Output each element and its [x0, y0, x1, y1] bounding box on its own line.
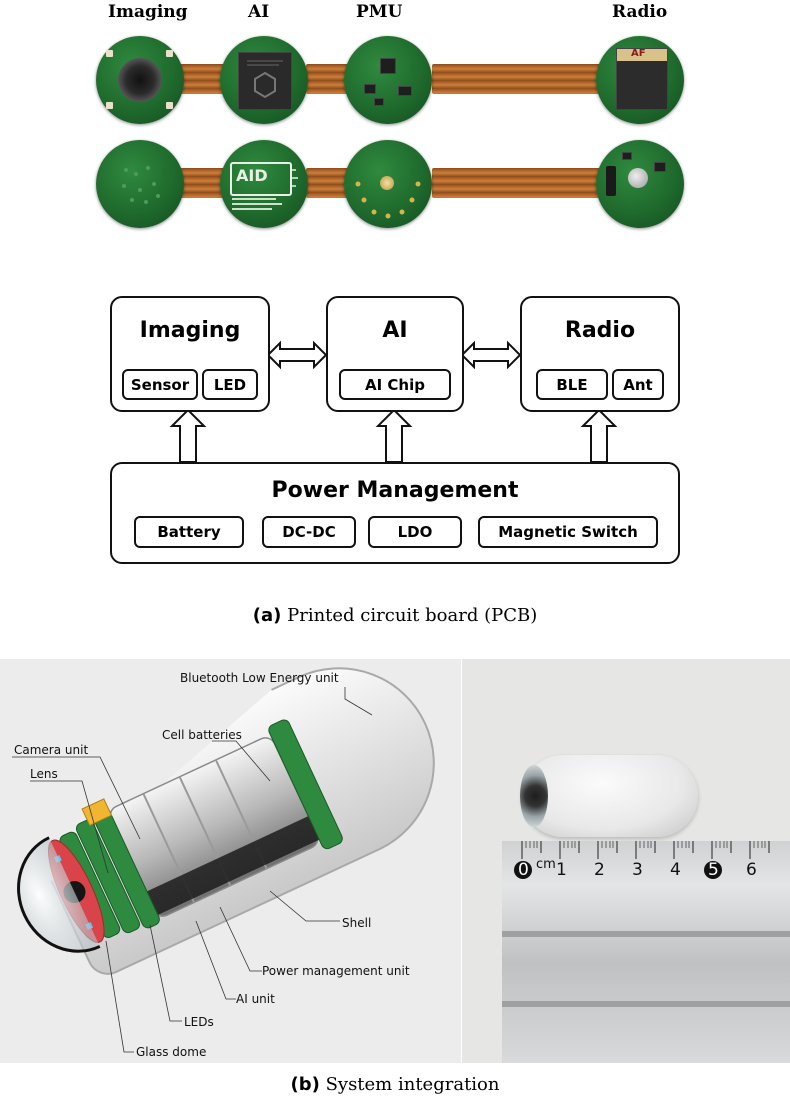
- callout-batteries: Cell batteries: [162, 728, 242, 742]
- ai-block: AI AI Chip: [326, 296, 464, 412]
- callout-shell: Shell: [342, 916, 372, 930]
- imaging-board-back: [96, 140, 184, 228]
- ruler: 0 cm 1 2 3 4 5 6: [502, 841, 790, 1063]
- radio-chip-marking: AF: [631, 48, 646, 59]
- flex-cable: [180, 168, 225, 198]
- ruler-number-5: 5: [708, 860, 719, 880]
- flex-cable: [180, 64, 225, 94]
- ruler-number-0: 0: [518, 860, 529, 880]
- capsule-device: [522, 755, 698, 837]
- pmu-component: [398, 86, 412, 96]
- ble-board: [268, 719, 343, 850]
- ble-box: BLE: [536, 369, 608, 400]
- flex-cable: [432, 64, 604, 94]
- camera-lens-icon: [118, 58, 162, 102]
- flex-cable: [432, 168, 604, 198]
- caption-b-letter: (b): [290, 1074, 320, 1095]
- label-imaging: Imaging: [108, 2, 188, 22]
- label-radio: Radio: [612, 2, 668, 22]
- radio-block-title: Radio: [564, 318, 636, 343]
- antenna-box: Ant: [612, 369, 664, 400]
- capsule-render: Bluetooth Low Energy unit Cell batteries…: [0, 659, 461, 1063]
- ruler-unit: cm: [536, 857, 556, 872]
- pmu-chip: [380, 58, 396, 74]
- ai-chip-box: AI Chip: [339, 369, 451, 400]
- aid-logo-text: AID: [236, 166, 268, 185]
- sensor-box: Sensor: [122, 369, 198, 400]
- imaging-block: Imaging Sensor LED: [110, 296, 270, 412]
- callout-lens: Lens: [30, 767, 58, 781]
- ruler-number-6: 6: [746, 860, 757, 880]
- glass-dome: [17, 836, 101, 953]
- capsule-illustration: [12, 667, 435, 1053]
- via-pattern: [122, 166, 160, 204]
- ai-chip-3d: [81, 798, 113, 827]
- arrow-power-ai: [375, 408, 413, 463]
- arrow-power-radio: [580, 408, 618, 463]
- callout-glass-dome: Glass dome: [136, 1045, 207, 1059]
- ldo-box: LDO: [368, 516, 462, 548]
- callout-leds: LEDs: [184, 1015, 214, 1029]
- ruler-number-1: 1: [556, 860, 567, 880]
- led-box: LED: [202, 369, 258, 400]
- ai-board-back: AID: [220, 140, 308, 228]
- label-ai: AI: [248, 2, 270, 22]
- led-pad: [106, 50, 113, 57]
- ruler-number-3: 3: [632, 860, 643, 880]
- ruler-number-2: 2: [594, 860, 605, 880]
- ruler-five-marker: [704, 861, 722, 879]
- capsule-photo: 0 cm 1 2 3 4 5 6: [462, 659, 790, 1063]
- ai-chip: [238, 52, 292, 110]
- arrow-ai-radio: [460, 340, 522, 370]
- dc-dc-box: DC-DC: [262, 516, 356, 548]
- caption-a-text: Printed circuit board (PCB): [287, 605, 538, 626]
- arrow-power-imaging: [169, 408, 207, 463]
- led-pad: [106, 102, 113, 109]
- label-pmu: PMU: [356, 2, 403, 22]
- pcb-front-photo: AF: [0, 28, 790, 138]
- ruler-zero-marker: [514, 861, 532, 879]
- radio-board-back: [596, 140, 684, 228]
- magnetic-switch-box: Magnetic Switch: [478, 516, 658, 548]
- magnetic-switch-icon: [380, 176, 394, 190]
- radio-module: AF: [616, 48, 668, 110]
- radio-board: AF: [596, 36, 684, 124]
- antenna-icon: [606, 166, 616, 196]
- callout-ble: Bluetooth Low Energy unit: [180, 671, 339, 685]
- ruler-number-4: 4: [670, 860, 681, 880]
- arrow-imaging-ai: [266, 340, 328, 370]
- hexagon-logo-icon: [247, 60, 283, 99]
- logo-circuit-icon: [232, 169, 298, 210]
- crystal-icon: [628, 168, 648, 188]
- led-pad: [166, 102, 173, 109]
- pmu-board-back: [344, 140, 432, 228]
- pmu-board: [344, 36, 432, 124]
- callout-camera: Camera unit: [14, 743, 89, 757]
- pmu-component: [374, 98, 384, 106]
- diagram-arrows: [169, 340, 618, 463]
- callout-pmu: Power management unit: [262, 964, 410, 978]
- radio-block: Radio BLE Ant: [520, 296, 680, 412]
- power-management-block: Power Management Battery DC-DC LDO Magne…: [110, 462, 680, 564]
- power-management-title: Power Management: [271, 478, 519, 503]
- imaging-block-title: Imaging: [139, 318, 241, 343]
- battery-box: Battery: [134, 516, 244, 548]
- pcb-back-photo: AID: [0, 132, 790, 242]
- pmu-component: [364, 84, 376, 94]
- caption-a: (a) Printed circuit board (PCB): [0, 605, 790, 626]
- callout-ai-unit: AI unit: [236, 992, 275, 1006]
- caption-b: (b) System integration: [0, 1074, 790, 1095]
- capsule-lens-icon: [520, 765, 548, 827]
- aid-logo: AID: [230, 162, 292, 196]
- ruler-ticks: [521, 841, 770, 859]
- ai-board: [220, 36, 308, 124]
- caption-a-letter: (a): [252, 605, 282, 626]
- caption-b-text: System integration: [325, 1074, 500, 1095]
- imaging-board: [96, 36, 184, 124]
- led-pad: [166, 50, 173, 57]
- ai-block-title: AI: [382, 318, 408, 343]
- ai-board-3d: [75, 819, 141, 934]
